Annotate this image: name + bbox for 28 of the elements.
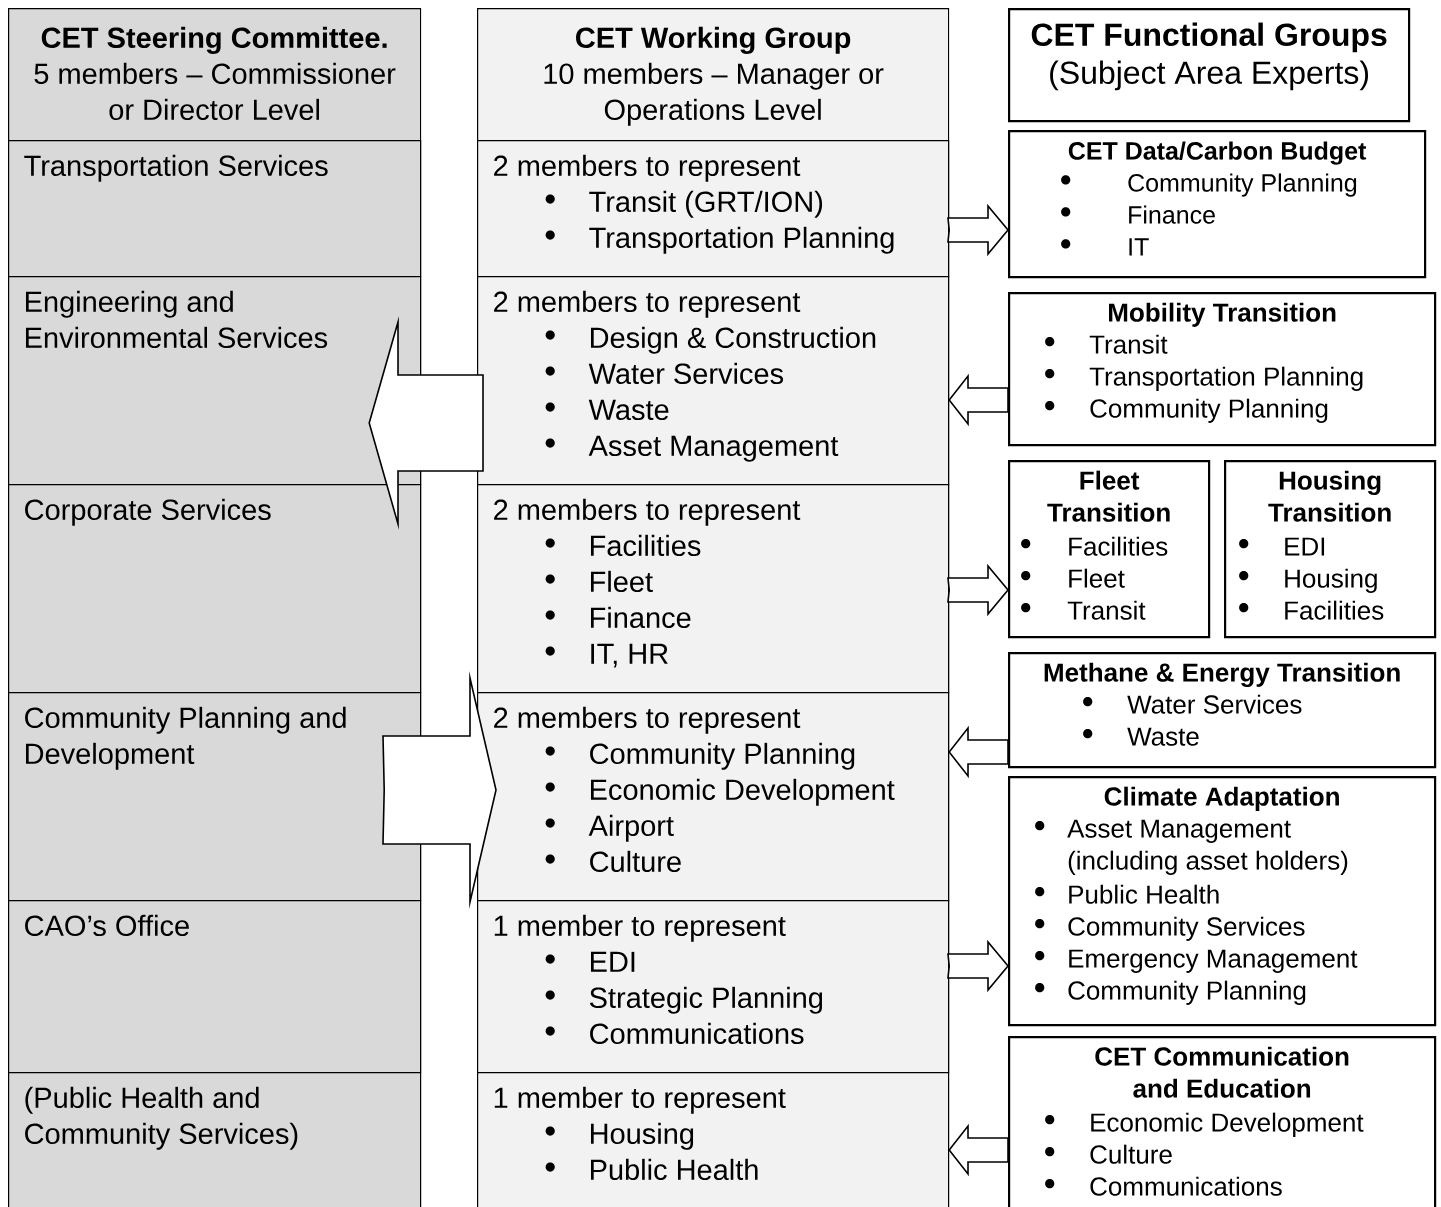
group-box: Climate Adaptation Asset Management (including asset holders) Public Health Community Services Emergency Management Community Planning (1008, 776, 1437, 1027)
group-box: Housing Transition EDI Housing Facilities (1224, 460, 1437, 639)
group-box: Methane & Energy Transition Water Services Waste (1008, 652, 1437, 769)
block-arrow (948, 725, 1009, 779)
block-arrow (382, 671, 497, 909)
table-row-cell: (Public Health and Community Services) (8, 1072, 422, 1207)
group-box: CET Communication and Education Economic Development Culture Communications (1008, 1036, 1437, 1207)
block-arrow (948, 1123, 1009, 1177)
table-row-cell: Community Planning and Development (8, 692, 422, 902)
block-arrow (947, 939, 1010, 993)
group-box: CET Data/Carbon Budget Community Planning Finance IT (1008, 130, 1427, 279)
table-row-cell: 1 member to represent EDI Strategic Planning Communications (477, 900, 950, 1074)
header-box: CET Functional Groups (Subject Area Experts) (1008, 8, 1411, 123)
block-arrow (368, 316, 484, 530)
table-row-cell: Engineering and Environmental Services (8, 276, 422, 486)
block-arrow (947, 563, 1010, 617)
table-row-cell: 2 members to represent Design & Construction Water Services Waste Asset Management (477, 276, 950, 486)
group-box: Fleet Transition Facilities Fleet Transit (1008, 460, 1211, 639)
table-row-cell: Transportation Services (8, 140, 422, 278)
table-row-cell: 2 members to represent Community Planning Economic Development Airport Culture (477, 692, 950, 902)
table-row-cell: Corporate Services (8, 484, 422, 694)
table-row-cell: 2 members to represent Facilities Fleet Finance IT, HR (477, 484, 950, 694)
block-arrow (948, 373, 1009, 427)
block-arrow (947, 203, 1010, 257)
group-box: Mobility Transition Transit Transportation Planning Community Planning (1008, 292, 1437, 447)
table-row-cell: CAO’s Office (8, 900, 422, 1074)
table-row-cell: 2 members to represent Transit (GRT/ION) Transportation Planning (477, 140, 950, 278)
table-row-cell: 1 member to represent Housing Public Health (477, 1072, 950, 1207)
